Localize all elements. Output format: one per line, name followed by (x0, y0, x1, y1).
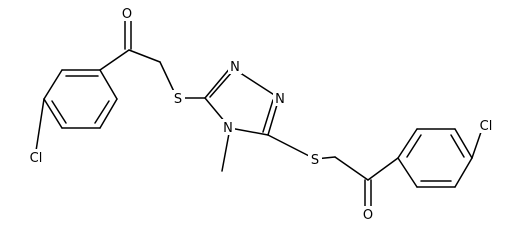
atom-sulfur-left: S (171, 90, 185, 107)
atom-sulfur-right: S (308, 151, 322, 168)
molecule-structure: O Cl S N N N S O (26, 5, 497, 223)
atom-label: N (275, 92, 285, 107)
atom-nitrogen-1: N (228, 58, 242, 75)
atom-nitrogen-4: N (221, 119, 235, 136)
atom-label: S (174, 92, 182, 107)
atom-label: N (230, 60, 240, 75)
atom-label: O (122, 7, 132, 22)
atom-label: Cl (30, 151, 43, 166)
atom-chlorine-right: Cl (475, 117, 497, 134)
atom-oxygen-right: O (361, 206, 375, 223)
atom-label: O (363, 208, 373, 223)
atom-label: N (223, 121, 233, 136)
atom-nitrogen-2: N (273, 90, 287, 107)
atom-label: S (311, 153, 319, 168)
atom-chlorine-left: Cl (26, 149, 48, 166)
atom-label: Cl (480, 119, 493, 134)
atom-layer: O Cl S N N N S O (26, 5, 497, 223)
atom-oxygen-left: O (120, 5, 134, 22)
bond-layer (35, 16, 482, 209)
